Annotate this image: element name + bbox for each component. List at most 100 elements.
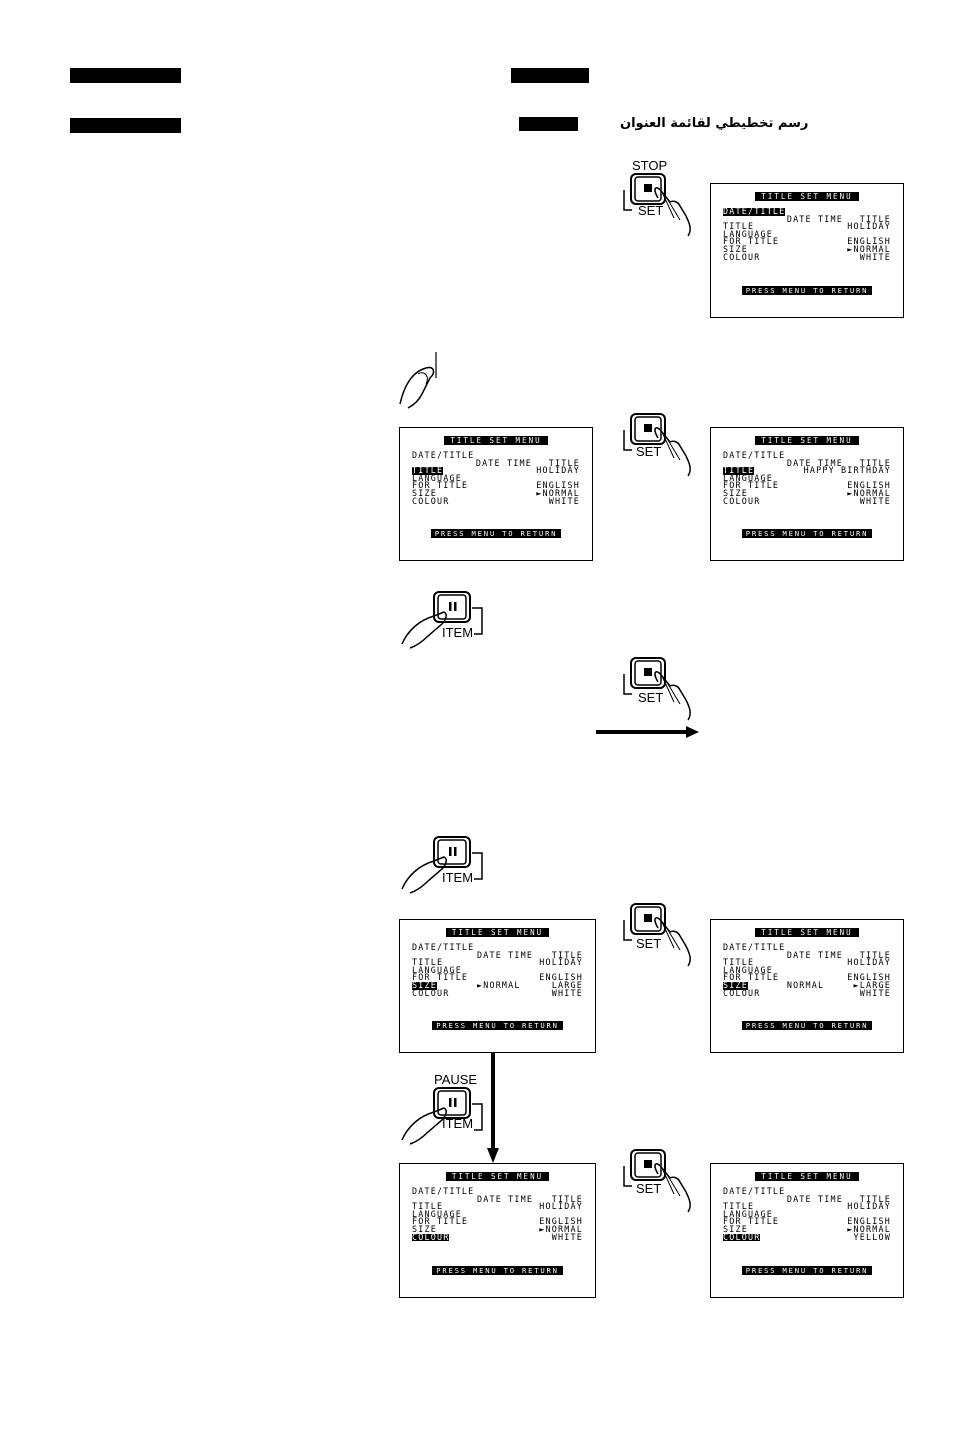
menu-row-value: HOLIDAY bbox=[536, 465, 580, 476]
menu-row-label: LANGUAGE bbox=[723, 228, 773, 239]
menu-row: COLOUR WHITE bbox=[723, 495, 891, 506]
menu-row-value: YELLOW bbox=[853, 1231, 891, 1242]
screen-footer: PRESS MENU TO RETURN bbox=[711, 1021, 903, 1031]
menu-row-label: TITLE bbox=[723, 1201, 755, 1212]
menu-row: SIZE►NORMAL bbox=[723, 1223, 891, 1234]
menu-row-value: ►NORMAL bbox=[847, 487, 891, 498]
menu-row-label: COLOUR bbox=[412, 1231, 450, 1242]
section-caption: رسم تخطيطي لقائمة العنوان bbox=[620, 116, 809, 131]
redaction-bar bbox=[70, 68, 181, 83]
menu-row: LANGUAGE bbox=[412, 474, 580, 483]
menu-row: DATE/TITLE bbox=[723, 943, 891, 952]
down-arrow-icon bbox=[487, 1052, 499, 1163]
menu-row: DATE/TITLE bbox=[412, 450, 580, 460]
set-button-icon[interactable] bbox=[622, 656, 702, 726]
menu-row-label: SIZE bbox=[412, 1223, 437, 1234]
menu-row-label: LANGUAGE bbox=[412, 964, 462, 975]
screen-footer: PRESS MENU TO RETURN bbox=[400, 529, 592, 539]
menu-row-value: WHITE bbox=[859, 495, 891, 506]
menu-row-value: WHITE bbox=[551, 987, 583, 998]
set-button-icon[interactable] bbox=[622, 902, 702, 972]
menu-row-label: COLOUR bbox=[723, 987, 761, 998]
set-label: SET bbox=[636, 936, 662, 951]
menu-row: DATE/TITLE bbox=[412, 943, 583, 952]
menu-row-value: TITLE bbox=[859, 457, 891, 468]
menu-row: DATE/TITLE bbox=[723, 207, 891, 216]
screen-header: TITLE SET MENU bbox=[400, 436, 592, 445]
pause-label: PAUSE bbox=[434, 1072, 478, 1087]
menu-row-label: LANGUAGE bbox=[412, 1208, 462, 1219]
menu-row-value: TITLE bbox=[551, 1193, 583, 1204]
menu-row-label: COLOUR bbox=[723, 495, 761, 506]
item-label: ITEM bbox=[442, 870, 474, 885]
menu-row-value: HAPPY BIRTHDAY bbox=[803, 465, 891, 476]
menu-row-value: TITLE bbox=[548, 457, 580, 468]
menu-row: LANGUAGE bbox=[412, 964, 583, 975]
item-label: ITEM bbox=[442, 625, 474, 640]
menu-row-label: SIZE bbox=[723, 1223, 748, 1234]
menu-row-label: SIZE bbox=[412, 487, 437, 498]
screen-header-text: TITLE SET MENU bbox=[755, 192, 859, 201]
pause-button-icon[interactable] bbox=[398, 590, 488, 650]
set-button-icon[interactable] bbox=[622, 1148, 702, 1218]
menu-row: SIZE►NORMAL bbox=[723, 487, 891, 498]
set-button-icon[interactable] bbox=[622, 412, 702, 482]
menu-row-value: ►NORMAL bbox=[847, 243, 891, 254]
menu-row: DATE/TITLE bbox=[723, 1186, 891, 1196]
screen-header-text: TITLE SET MENU bbox=[755, 436, 859, 445]
menu-row-label: FOR TITLE bbox=[723, 972, 780, 983]
menu-row-label: LANGUAGE bbox=[723, 1208, 773, 1219]
screen-header: TITLE SET MENU bbox=[711, 1172, 903, 1181]
menu-row-value: TITLE bbox=[551, 949, 583, 960]
menu-row-mid: DATE TIME bbox=[786, 213, 844, 224]
pause-button-icon[interactable] bbox=[398, 835, 488, 895]
menu-row: SIZE ►NORMAL bbox=[723, 243, 891, 254]
menu-row: LANGUAGE bbox=[723, 228, 891, 239]
screen-header: TITLE SET MENU bbox=[400, 928, 595, 937]
screen-footer-text: PRESS MENU TO RETURN bbox=[741, 286, 873, 296]
menu-row-label: LANGUAGE bbox=[723, 964, 773, 975]
menu-row-value: HOLIDAY bbox=[539, 1201, 583, 1212]
menu-row-label: DATE/TITLE bbox=[723, 1186, 786, 1196]
screen-header-text: TITLE SET MENU bbox=[444, 436, 548, 445]
menu-row: LANGUAGE bbox=[723, 1208, 891, 1219]
menu-row-value: HOLIDAY bbox=[847, 957, 891, 968]
menu-row-label: FOR TITLE bbox=[412, 1216, 469, 1227]
menu-row-mid: NORMAL bbox=[786, 979, 825, 990]
set-button-icon[interactable] bbox=[622, 172, 702, 242]
redaction-bar bbox=[519, 117, 578, 131]
right-arrow-icon bbox=[596, 726, 699, 738]
hand-icon bbox=[399, 352, 437, 409]
menu-row-label: COLOUR bbox=[723, 251, 761, 262]
menu-row-value: WHITE bbox=[859, 251, 891, 262]
screen-header: TITLE SET MENU bbox=[400, 1172, 595, 1181]
menu-row-value: WHITE bbox=[548, 495, 580, 506]
menu-row-value: LARGE bbox=[551, 979, 583, 990]
menu-row-value: ENGLISH bbox=[539, 972, 583, 983]
pause-button-icon[interactable] bbox=[398, 1086, 488, 1146]
menu-row-label: DATE/TITLE bbox=[412, 450, 475, 460]
menu-row: SIZE►NORMAL bbox=[412, 1223, 583, 1234]
menu-row-label: SIZE bbox=[723, 243, 748, 254]
menu-row-label: TITLE bbox=[412, 957, 444, 968]
